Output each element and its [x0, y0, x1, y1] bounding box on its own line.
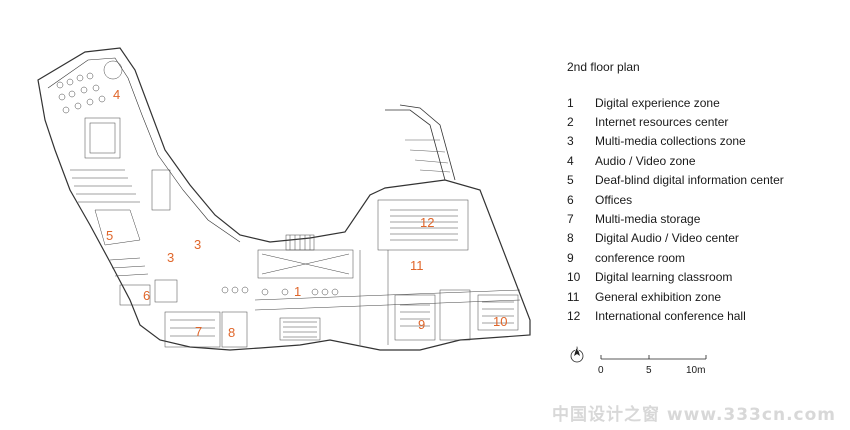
legend-item-number: 8 [567, 231, 574, 246]
legend-item: 6 Offices [567, 190, 842, 209]
legend-item: 10 Digital learning classroom [567, 268, 842, 287]
scale-label-10: 10m [686, 365, 706, 376]
legend-item-label: General exhibition zone [595, 289, 722, 304]
zone-label-6: 6 [143, 288, 150, 303]
legend-item: 1 Digital experience zone [567, 93, 842, 112]
zone-label-8: 8 [228, 325, 235, 340]
legend-item-number: 4 [567, 153, 574, 168]
scale-label-0: 0 [598, 365, 604, 376]
legend-item-label: conference room [595, 250, 686, 265]
legend-item-number: 11 [567, 289, 580, 304]
legend-item: 5 Deaf-blind digital information center [567, 171, 842, 190]
legend-item-number: 9 [567, 250, 574, 265]
legend-item: 9 conference room [567, 248, 842, 267]
plan-legend: 2nd floor plan 1 Digital experience zone … [567, 60, 842, 326]
legend-item: 3 Multi-media collections zone [567, 132, 842, 151]
scale-label-5: 5 [646, 365, 652, 376]
legend-item-number: 5 [567, 173, 574, 188]
legend-item-number: 3 [567, 134, 574, 149]
legend-item-number: 2 [567, 115, 574, 130]
legend-item: 2 Internet resources center [567, 112, 842, 131]
zone-label-10: 10 [493, 314, 507, 329]
legend-item-label: Multi-media storage [595, 212, 701, 227]
scale-graphic: N [570, 346, 707, 363]
legend-item: 12 International conference hall [567, 306, 842, 325]
zone-labels: 1 3 3 4 5 6 7 8 9 10 11 12 [106, 87, 507, 340]
legend-item-number: 7 [567, 212, 574, 227]
north-arrow-letter: N [575, 347, 579, 353]
zone-label-1: 1 [294, 284, 301, 299]
legend-item-number: 6 [567, 192, 574, 207]
legend-item: 8 Digital Audio / Video center [567, 229, 842, 248]
legend-item-label: Digital Audio / Video center [595, 231, 739, 246]
watermark-text: 中国设计之窗 www.333cn.com [552, 405, 836, 425]
legend-item-label: Multi-media collections zone [595, 134, 746, 149]
zone-label-12: 12 [420, 215, 434, 230]
walkway [385, 109, 446, 181]
zone4-seating [56, 60, 123, 114]
zone-label-5: 5 [106, 228, 113, 243]
zone-label-11: 11 [410, 258, 424, 273]
legend-item: 11 General exhibition zone [567, 287, 842, 306]
floor-plan-drawing: 1 3 3 4 5 6 7 8 9 10 11 12 [37, 47, 531, 351]
legend-item-number: 1 [567, 95, 574, 110]
legend-item-label: Offices [595, 192, 633, 207]
building-outline [37, 47, 531, 351]
legend-item-label: Digital experience zone [595, 95, 720, 110]
zone-label-3a: 3 [194, 237, 201, 252]
legend-item: 4 Audio / Video zone [567, 151, 842, 170]
zone-label-3b: 3 [167, 250, 174, 265]
legend-list: 1 Digital experience zone 2 Internet resou… [567, 93, 842, 326]
legend-item-number: 12 [567, 308, 581, 323]
legend-item-label: Audio / Video zone [595, 153, 696, 168]
scale-bar: N 0 5 10m [568, 343, 728, 383]
zone-label-9: 9 [418, 317, 425, 332]
north-arrow-icon: N [570, 346, 584, 363]
legend-item-number: 10 [567, 270, 581, 285]
legend-title: 2nd floor plan [567, 60, 640, 74]
legend-item-label: Deaf-blind digital information center [595, 173, 784, 188]
zone-label-4: 4 [113, 87, 120, 102]
legend-item: 7 Multi-media storage [567, 209, 842, 228]
legend-item-label: Internet resources center [595, 115, 729, 130]
legend-item-label: International conference hall [595, 308, 746, 323]
zone-label-7: 7 [195, 324, 202, 339]
legend-item-label: Digital learning classroom [595, 270, 733, 285]
